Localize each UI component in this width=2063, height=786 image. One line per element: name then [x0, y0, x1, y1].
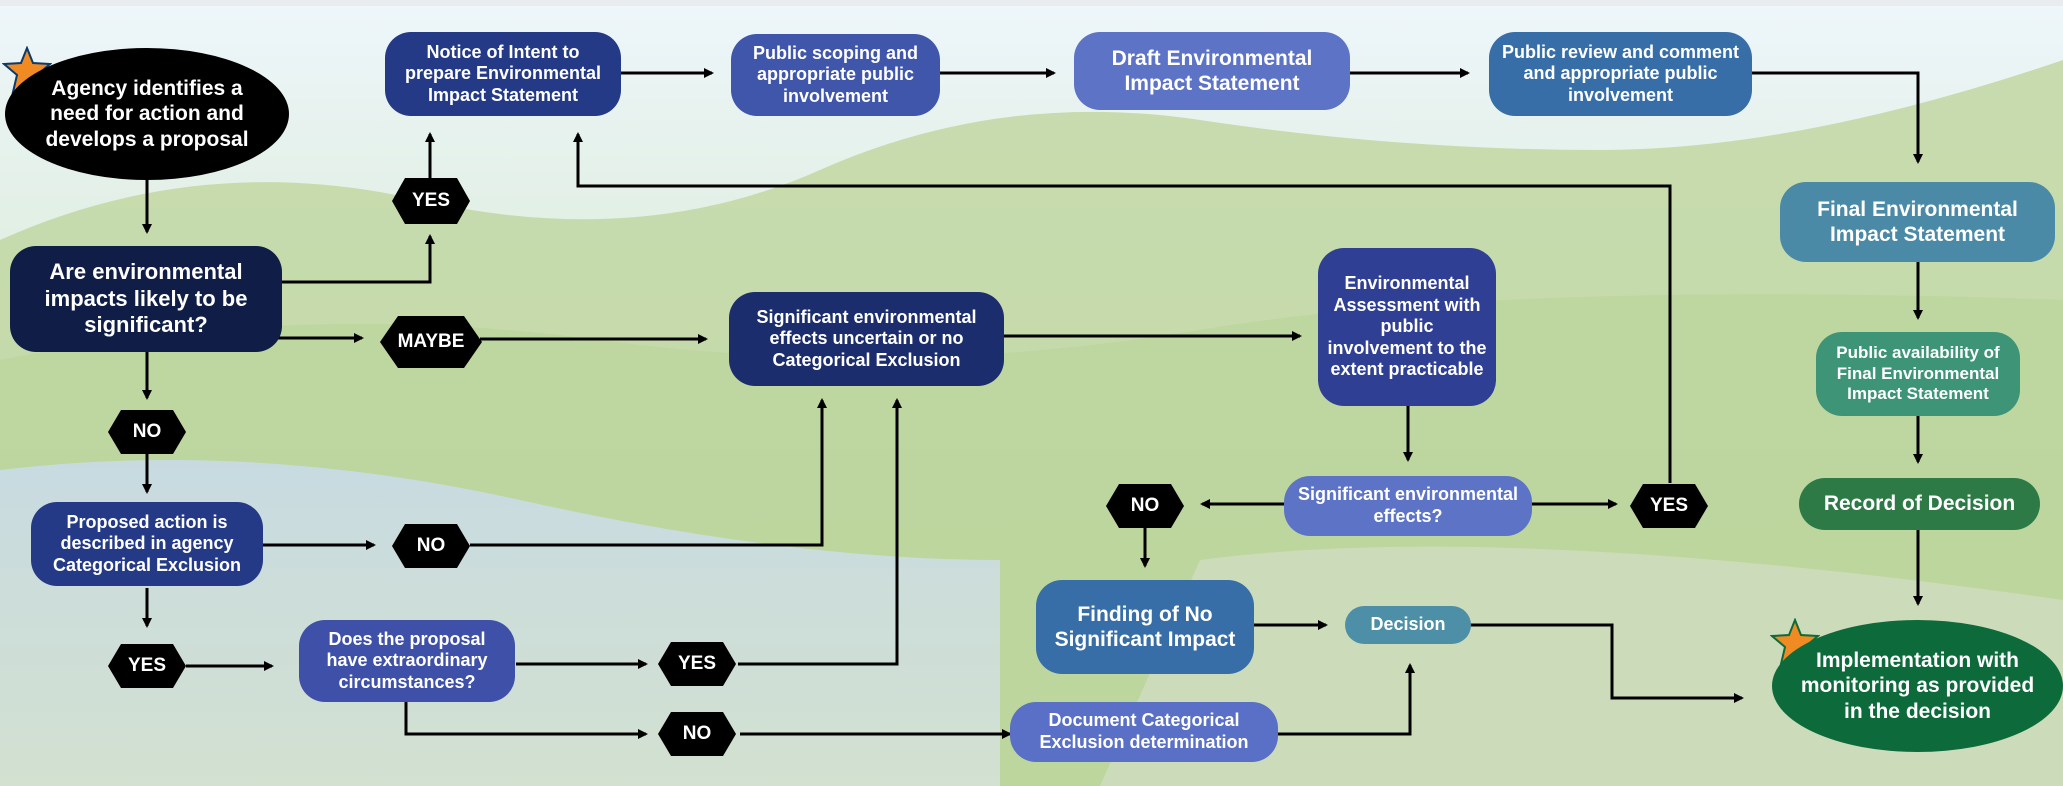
no-label: NO — [416, 535, 446, 556]
no-label: NO — [682, 723, 712, 744]
extraordinary-question-node: Does the proposal have extraordinary cir… — [299, 620, 515, 702]
significance-question-node: Are environmental impacts likely to be s… — [10, 246, 282, 352]
significant-effects-question-node: Significant environmental effects? — [1284, 476, 1532, 536]
document-ce-node: Document Categorical Exclusion determina… — [1010, 702, 1278, 762]
yes-label: YES — [411, 190, 451, 211]
no-diamond-extraordinary: NO — [658, 712, 736, 756]
public-availability-node: Public availability of Final Environment… — [1816, 332, 2020, 416]
yes-label: YES — [677, 653, 717, 674]
decision-node: Decision — [1345, 606, 1471, 644]
no-diamond-ea: NO — [1106, 484, 1184, 528]
yes-diamond-top: YES — [392, 178, 470, 224]
draft-eis-node: Draft Environmental Impact Statement — [1074, 32, 1350, 110]
environmental-assessment-node: Environmental Assessment with public inv… — [1318, 248, 1496, 406]
yes-diamond-left-bottom: YES — [108, 644, 186, 688]
record-of-decision-node: Record of Decision — [1799, 478, 2040, 530]
yes-label: YES — [127, 655, 167, 676]
yes-diamond-extraordinary: YES — [658, 642, 736, 686]
no-diamond-left: NO — [108, 410, 186, 454]
yes-label: YES — [1649, 495, 1689, 516]
categorical-exclusion-node: Proposed action is described in agency C… — [31, 502, 263, 586]
implementation-node: Implementation with monitoring as provid… — [1772, 620, 2063, 752]
start-node: Agency identifies a need for action and … — [5, 48, 289, 180]
notice-of-intent-node: Notice of Intent to prepare Environmenta… — [385, 32, 621, 116]
yes-diamond-ea: YES — [1630, 484, 1708, 528]
public-review-node: Public review and comment and appropriat… — [1489, 32, 1752, 116]
final-eis-node: Final Environmental Impact Statement — [1780, 182, 2055, 262]
no-diamond-middle: NO — [392, 524, 470, 568]
public-scoping-node: Public scoping and appropriate public in… — [731, 34, 940, 116]
no-label: NO — [1130, 495, 1160, 516]
maybe-diamond: MAYBE — [380, 316, 482, 368]
no-label: NO — [132, 421, 162, 442]
fonsi-node: Finding of No Significant Impact — [1036, 580, 1254, 674]
uncertain-effects-node: Significant environmental effects uncert… — [729, 292, 1004, 386]
maybe-label: MAYBE — [397, 331, 465, 352]
